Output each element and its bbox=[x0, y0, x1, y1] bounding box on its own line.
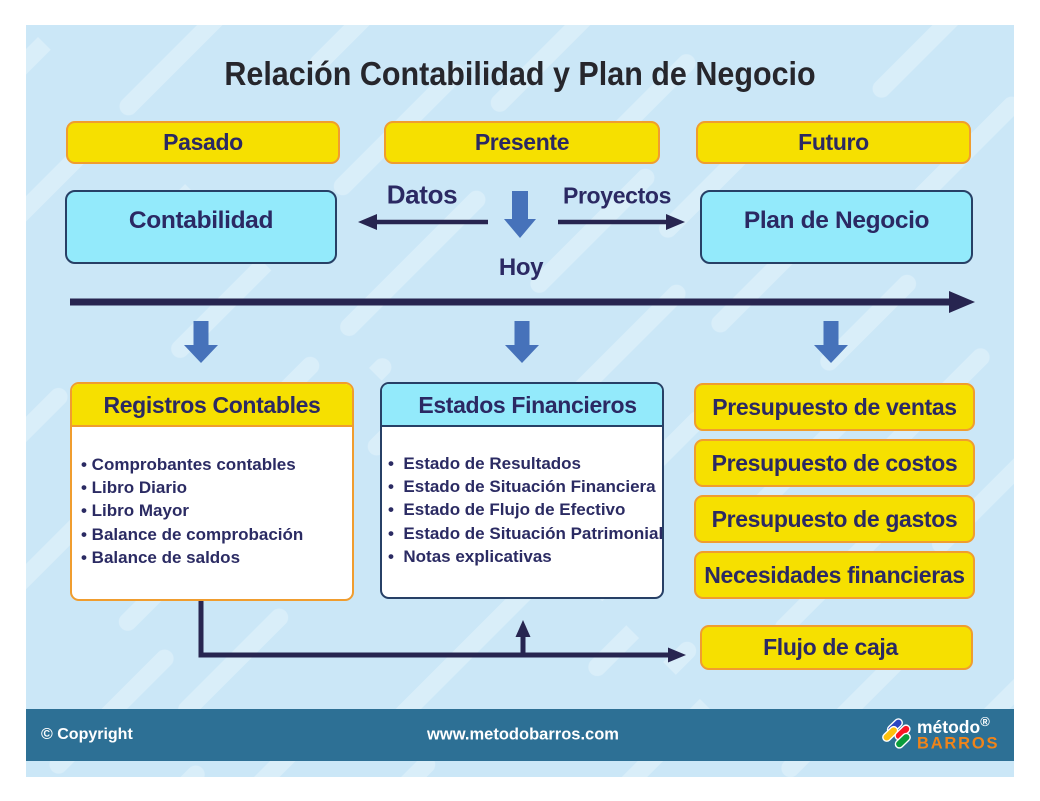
svg-text:BARROS: BARROS bbox=[917, 735, 999, 753]
svg-text:método®: método® bbox=[917, 714, 990, 737]
